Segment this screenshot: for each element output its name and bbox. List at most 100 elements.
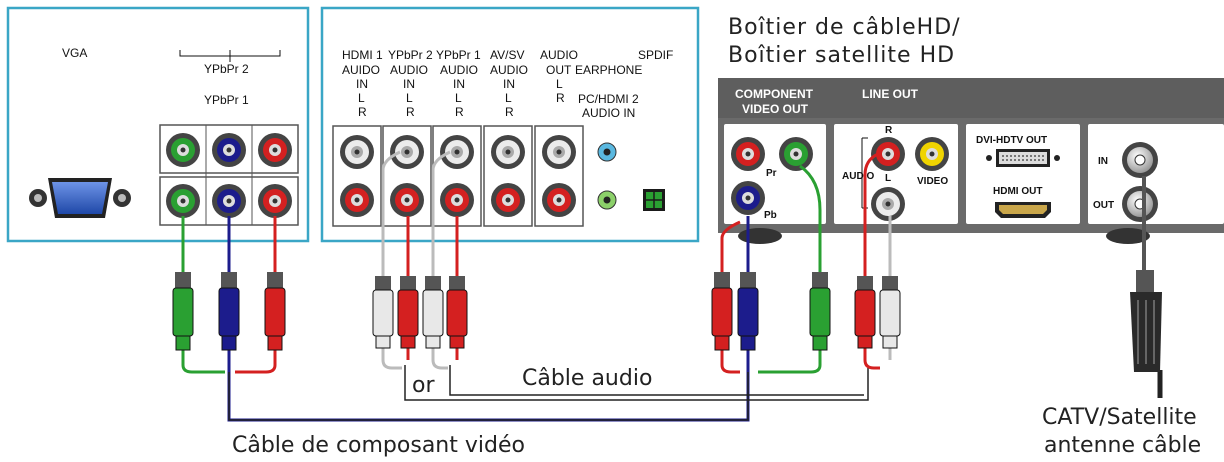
r-label: R bbox=[885, 125, 893, 136]
rca-plug-icon bbox=[372, 276, 394, 349]
audio-out-label: AUDIO OUT L R bbox=[540, 48, 578, 105]
headphone-jack-icon[interactable] bbox=[597, 142, 617, 162]
audio-cable bbox=[381, 150, 892, 401]
rca-jack-icon[interactable] bbox=[440, 183, 474, 217]
rca-plug-icon bbox=[172, 272, 194, 351]
svg-text:AUDIO: AUDIO bbox=[540, 48, 578, 62]
rca-jack-icon[interactable] bbox=[542, 135, 576, 169]
coax-jack-icon[interactable] bbox=[1122, 142, 1158, 178]
tv-right-panel: HDMI 1 AUIDO IN L R YPbPr 2 AUDIO IN L R… bbox=[320, 6, 700, 243]
rca-jack-icon[interactable] bbox=[491, 135, 525, 169]
vga-label: VGA bbox=[62, 46, 87, 60]
in-label: IN bbox=[1098, 156, 1108, 167]
rca-plug-icon bbox=[218, 272, 240, 351]
rca-plug-icon bbox=[711, 272, 733, 351]
ypbpr2-bracket bbox=[179, 50, 281, 62]
out-label: OUT bbox=[1093, 200, 1114, 211]
svg-text:AUIDO: AUIDO bbox=[342, 63, 380, 77]
audio-cable-label: Câble audio bbox=[522, 366, 652, 391]
svg-text:IN: IN bbox=[453, 77, 465, 91]
dvi-hdtv-out-label: DVI-HDTV OUT bbox=[976, 135, 1047, 146]
av-sv-audio-in-label: AV/SV AUDIO IN L R bbox=[490, 48, 528, 119]
or-label: or bbox=[412, 373, 435, 398]
rca-plug-icon bbox=[264, 272, 286, 351]
hdmi-port-icon[interactable] bbox=[995, 202, 1051, 218]
svg-text:R: R bbox=[505, 105, 514, 119]
audio-in-label: AUDIO IN bbox=[582, 106, 635, 120]
vga-port-icon[interactable] bbox=[29, 178, 131, 218]
svg-text:L: L bbox=[455, 91, 462, 105]
ypbpr1-label: YPbPr 1 bbox=[204, 93, 249, 107]
rca-jack-icon[interactable] bbox=[915, 137, 949, 171]
ypbpr1-audio-in-label: YPbPr 1 AUDIO IN L R bbox=[436, 48, 481, 119]
rca-jack-icon[interactable] bbox=[542, 183, 576, 217]
component-video-out-label-2: VIDEO OUT bbox=[742, 102, 809, 116]
rca-jack-icon[interactable] bbox=[390, 135, 424, 169]
rca-jack-icon[interactable] bbox=[871, 187, 905, 221]
rca-jack-icon[interactable] bbox=[731, 181, 765, 215]
audio-label: AUDIO bbox=[842, 171, 874, 182]
svg-text:L: L bbox=[358, 91, 365, 105]
rca-jack-icon[interactable] bbox=[731, 137, 765, 171]
line-out-label: LINE OUT bbox=[862, 87, 919, 101]
rca-jack-icon[interactable] bbox=[390, 183, 424, 217]
svg-text:AUDIO: AUDIO bbox=[490, 63, 528, 77]
pr-label: Pr bbox=[766, 168, 777, 179]
svg-text:HDMI 1: HDMI 1 bbox=[342, 48, 383, 62]
svg-text:OUT: OUT bbox=[546, 63, 572, 77]
catv-label-line2: antenne câble bbox=[1044, 433, 1201, 458]
ypbpr2-audio-in-label: YPbPr 2 AUDIO IN L R bbox=[388, 48, 433, 119]
rca-jack-icon[interactable] bbox=[212, 184, 246, 218]
box-title-line2: Boîtier satellite HD bbox=[728, 43, 955, 68]
rca-jack-icon[interactable] bbox=[340, 135, 374, 169]
earphone-label: EARPHONE bbox=[575, 63, 642, 77]
rca-plug-icon bbox=[446, 276, 468, 349]
svg-text:R: R bbox=[556, 91, 565, 105]
coax-jack-icon[interactable] bbox=[1122, 186, 1158, 222]
rca-plug-icon bbox=[809, 272, 831, 351]
rca-jack-icon[interactable] bbox=[212, 133, 246, 167]
l-label: L bbox=[885, 173, 891, 184]
spdif-optical-icon[interactable] bbox=[643, 189, 665, 211]
rca-jack-icon[interactable] bbox=[871, 137, 905, 171]
rca-jack-icon[interactable] bbox=[258, 184, 292, 218]
catv-label-line1: CATV/Satellite bbox=[1042, 405, 1197, 430]
svg-text:R: R bbox=[358, 105, 367, 119]
svg-text:YPbPr 2: YPbPr 2 bbox=[388, 48, 433, 62]
svg-text:R: R bbox=[406, 105, 415, 119]
component-video-out-label: COMPONENT bbox=[735, 87, 814, 101]
svg-text:L: L bbox=[406, 91, 413, 105]
dvi-port-icon[interactable] bbox=[986, 149, 1060, 167]
spdif-label: SPDIF bbox=[638, 48, 673, 62]
svg-text:IN: IN bbox=[503, 77, 515, 91]
box-title-line1: Boîtier de câbleHD/ bbox=[728, 15, 961, 40]
rca-jack-icon[interactable] bbox=[440, 135, 474, 169]
coax-plug-icon bbox=[1130, 270, 1162, 372]
svg-text:L: L bbox=[505, 91, 512, 105]
component-cable-label: Câble de composant vidéo bbox=[232, 433, 525, 458]
video-label: VIDEO bbox=[917, 176, 948, 187]
hdmi1-audio-in-label: HDMI 1 AUIDO IN L R bbox=[342, 48, 383, 119]
svg-text:IN: IN bbox=[356, 77, 368, 91]
rca-jack-icon[interactable] bbox=[258, 133, 292, 167]
rca-jack-icon[interactable] bbox=[166, 184, 200, 218]
rca-jack-icon[interactable] bbox=[340, 183, 374, 217]
svg-text:L: L bbox=[556, 77, 563, 91]
rca-plug-icon bbox=[854, 276, 876, 349]
rca-plug-icon bbox=[737, 272, 759, 351]
svg-text:AUDIO: AUDIO bbox=[440, 63, 478, 77]
ypbpr2-label: YPbPr 2 bbox=[204, 62, 249, 76]
headphone-jack-icon[interactable] bbox=[597, 190, 617, 210]
pb-label: Pb bbox=[764, 210, 777, 221]
rca-plug-icon bbox=[879, 276, 901, 349]
rca-jack-icon[interactable] bbox=[779, 137, 813, 171]
rca-jack-icon[interactable] bbox=[166, 133, 200, 167]
svg-text:YPbPr 1: YPbPr 1 bbox=[436, 48, 481, 62]
tv-left-panel: VGA YPbPr 2 YPbPr 1 bbox=[6, 6, 310, 243]
svg-text:IN: IN bbox=[403, 77, 415, 91]
rca-jack-icon[interactable] bbox=[491, 183, 525, 217]
pc-hdmi2-label: PC/HDMI 2 bbox=[578, 92, 639, 106]
hdmi-out-label: HDMI OUT bbox=[993, 186, 1042, 197]
set-top-box: Boîtier de câbleHD/ Boîtier satellite HD… bbox=[718, 15, 1224, 244]
